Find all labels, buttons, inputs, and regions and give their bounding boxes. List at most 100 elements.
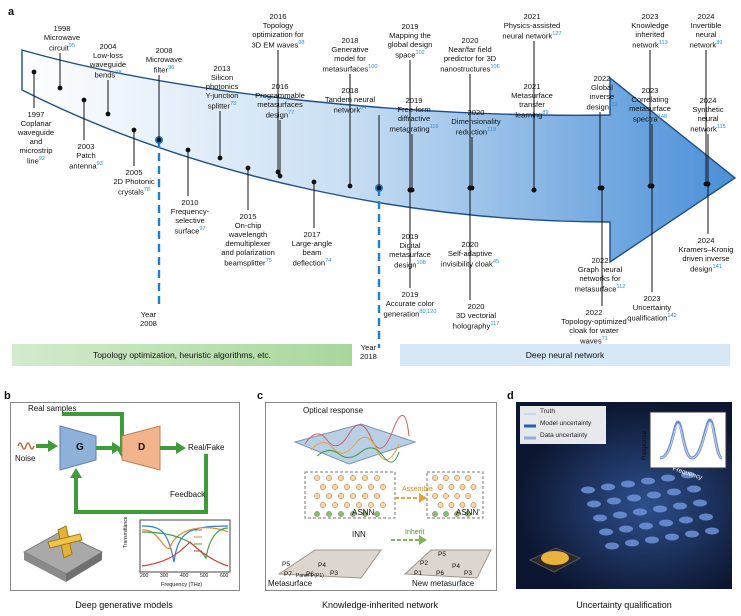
assemble-label: Assemble [402,486,433,493]
neuron [320,484,326,490]
response-axis-label: Response [641,430,648,460]
panel-c-letter: c [257,390,264,402]
meta-atom [653,505,667,513]
neuron [443,511,449,517]
timeline-label-t2020c: 2020 Self-adaptive invisibility cloak45 [430,240,510,269]
timeline-label-ref: 84 [360,105,367,111]
timeline-dot-t2010 [185,147,191,153]
spectrum-xtick: 300 [160,573,169,579]
neuron [326,493,332,499]
timeline-dot-t2015 [245,165,251,171]
timeline-dot-t2018a [347,183,353,189]
meta-atom-array [581,471,719,550]
timeline-label-ref: 80,120 [419,309,437,315]
timeline-label-text: 2005 2D Photonic crystals [113,168,155,197]
neuron [470,484,477,490]
neuron [314,511,320,517]
timeline-label-t1998: 1998 Microwave circuit95 [22,24,102,53]
timeline-label-t2018a: 2018 Generative model for metasurfaces10… [310,36,390,74]
timeline-label-t2008: 2008 Microwave filter96 [124,46,204,75]
timeline-label-ref: 148 [657,114,668,120]
metasurface-panel-label: P5 [282,561,290,568]
meta-atom [625,539,639,547]
timeline-label-text: 2019 Mapping the global design space [387,22,433,60]
meta-atom [685,530,699,538]
meta-atom [693,499,707,507]
neuron [356,502,362,508]
timeline-label-t2023b: 2023 Correlating metasurface spectra148 [610,86,690,124]
spectrum-curve-orange [141,527,229,549]
timeline-dot-t2024c [705,181,711,187]
meta-atom [619,525,633,533]
timeline-label-text: 1997 Coplanar waveguide and microstrip l… [17,110,55,166]
year-2008-label: Year 2008 [140,310,157,328]
noise-icon [17,442,35,450]
neuron [332,484,338,490]
neuron [459,502,466,508]
timeline-label-text: 2016 Topology optimization for 3D EM wav… [251,12,304,50]
legend-data-uncertainty: Data uncertainty [540,432,588,439]
neuron [454,493,460,499]
new-metasurface-tiles [403,549,492,579]
timeline-label-t2024a: 2024 Invertible neural network39 [666,12,741,50]
neuron [465,475,471,481]
timeline-label-t2016b: 2016 Programmable metasurfaces design77 [240,82,320,120]
metasurface-panel-label: P7 [284,571,292,578]
timeline-label-ref: 71 [601,336,608,342]
meta-atom [681,471,695,479]
neuron [368,502,374,508]
timeline-arrow-graphic [21,41,737,348]
timeline-label-t2022a: 2022 Global inverse design111 [562,74,642,112]
neuron [320,502,326,508]
panel-c-caption: Knowledge-inherited network [321,600,439,610]
timeline-label-text: 2021 Physics-assisted neural network [502,12,561,41]
legend-model-uncertainty: Model uncertainty [540,420,592,427]
timeline-label-text: 2018 Tandem neural network [324,86,376,115]
timeline-label-t2018b: 2018 Tandem neural network84 [310,86,390,115]
timeline-label-t2024c: 2024 Kramers–Kronig driven inverse desig… [666,236,741,274]
timeline-label-t2005: 2005 2D Photonic crystals78 [94,168,174,197]
knowledge-inherited-diagram [277,415,492,579]
timeline-label-ref: 98 [115,70,122,76]
discriminator-label: D [138,442,146,453]
timeline-label-text: 2024 Kramers–Kronig driven inverse desig… [678,236,734,274]
neuron [380,502,386,508]
timeline-label-text: 2019 Digital metasurface design [389,232,431,270]
era-dnn-bar: Deep neural network [400,344,730,366]
neuron [465,511,471,517]
meta-atom [613,511,627,519]
timeline-label-text: 2022 Topology-optimized cloak for water … [561,308,627,346]
metasurface-label: Metasurface [268,579,313,588]
neuron [448,502,455,508]
timeline-dot-t2003 [81,97,87,103]
timeline-label-text: 2015 On-chip wavelength demultiplexer an… [221,212,275,268]
neuron [374,511,380,517]
neuron [443,493,449,499]
spectrum-xlabel: Frequency (THz) [161,582,203,588]
neuron [374,475,380,481]
timeline-label-text: 2023 Knowledge inherited network [631,12,669,50]
timeline-label-ref: 89 [542,110,549,116]
metasurface-panel-label: P4 [318,562,326,569]
metasurface-panel-label: P3 [330,570,338,577]
timeline-label-ref: 93 [96,161,103,167]
timeline-label-t2019b: 2019 Free-form diffractive metagrating11… [374,96,454,134]
timeline-dot-t1997 [31,69,37,75]
timeline-label-ref: 98 [298,40,305,46]
meta-atom [641,477,655,485]
spectrum-xtick: 400 [180,573,189,579]
timeline-label-t1997: 1997 Coplanar waveguide and microstrip l… [0,110,76,166]
feedback-label: Feedback [170,490,206,499]
timeline-label-t2021b: 2021 Metasurface transfer learning89 [492,82,572,120]
timeline-label-text: 2008 Microwave filter [145,46,183,75]
inn-label: INN [352,530,366,539]
neuron [338,493,344,499]
meta-atom [659,519,673,527]
timeline-label-text: 2024 Synthetic neural network [690,96,724,134]
metasurface-panel-label: P6 [306,571,314,578]
neuron [374,493,380,499]
noise-label: Noise [15,454,36,463]
timeline-label-t2019d: 2019 Accurate color generation80,120 [370,290,450,319]
asnn-dashed-box [304,471,396,519]
neuron [459,484,466,490]
